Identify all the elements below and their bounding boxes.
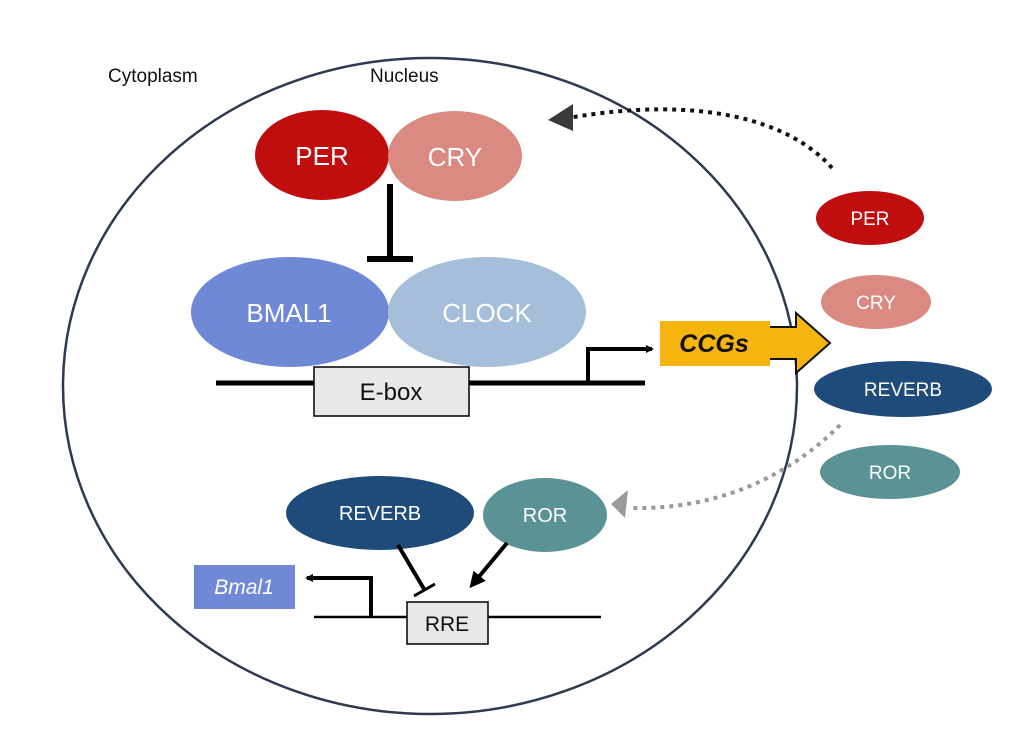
ccgs-label: CCGs: [679, 330, 749, 358]
ccgs-arrow-outline: [770, 310, 832, 376]
nucleus-membrane: [61, 56, 799, 716]
nucleus-per-node[interactable]: [255, 110, 389, 200]
ccgs-block-arrow[interactable]: [660, 316, 800, 320]
nucleus-cry-label: CRY: [428, 142, 482, 172]
cytoplasm-cry-label: CRY: [856, 293, 896, 314]
clock-node[interactable]: [388, 257, 586, 367]
bmal1-gene-label: Bmal1: [214, 576, 274, 599]
cytoplasm-reverb-label: REVERB: [864, 380, 942, 401]
transcription-arrow-ccgs: [586, 345, 654, 383]
nucleus-ror-node[interactable]: [483, 478, 607, 552]
translocation-arrow-reverb-ror: [629, 423, 842, 511]
rre-element[interactable]: [406, 601, 489, 645]
rre-label: RRE: [425, 613, 469, 636]
nucleus-per-label: PER: [295, 141, 348, 171]
cytoplasm-reverb-node[interactable]: [814, 361, 992, 417]
cytoplasm-label: Cytoplasm: [108, 66, 198, 87]
nucleus-reverb-node[interactable]: [286, 476, 474, 550]
cytoplasm-per-label: PER: [850, 209, 889, 230]
nucleus-label: Nucleus: [370, 66, 439, 87]
translocation-arrowhead-reverb-ror-icon: [611, 490, 628, 518]
ebox-label: E-box: [360, 379, 423, 406]
bmal1-gene-box[interactable]: [194, 565, 295, 609]
bmal1-node[interactable]: [191, 257, 389, 367]
nucleus-reverb-label: REVERB: [339, 503, 421, 525]
inhibition-line-reverb: [396, 543, 426, 591]
bmal1-label: BMAL1: [246, 298, 331, 328]
inhibition-bar-reverb: [413, 582, 436, 598]
cytoplasm-ror-label: ROR: [869, 463, 911, 484]
nucleus-cry-node[interactable]: [388, 111, 522, 201]
transcription-arrow-bmal1: [305, 574, 373, 617]
cytoplasm-cry-node[interactable]: [821, 275, 931, 329]
translocation-arrowhead-per-cry-icon: [548, 104, 573, 131]
cytoplasm-per-node[interactable]: [816, 191, 924, 245]
clock-label: CLOCK: [442, 298, 532, 328]
activation-arrow-ror: [469, 541, 509, 589]
cytoplasm-ror-node[interactable]: [820, 445, 960, 499]
nucleus-ror-label: ROR: [523, 505, 567, 527]
translocation-arrow-per-cry: [567, 107, 834, 170]
ebox-element[interactable]: [313, 366, 470, 417]
